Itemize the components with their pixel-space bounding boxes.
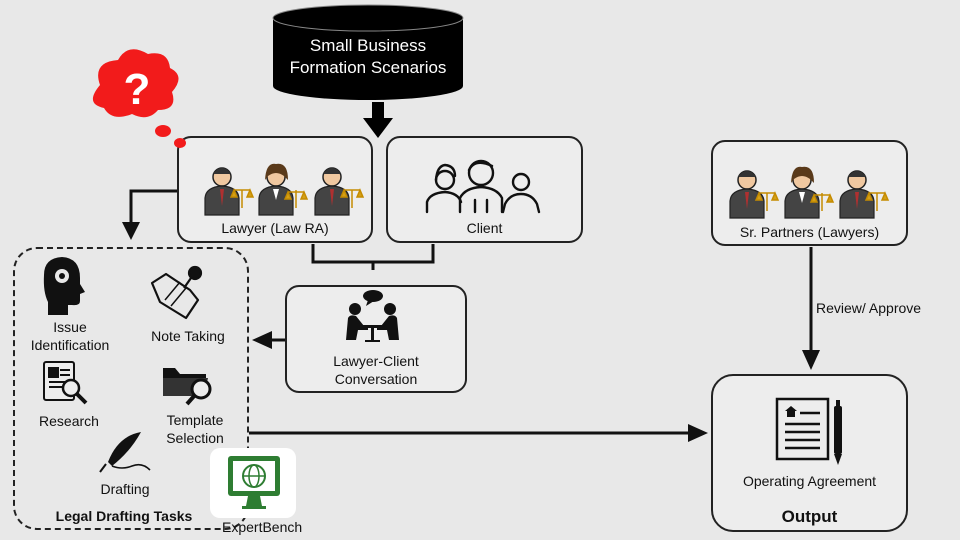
research-document-icon <box>43 361 88 405</box>
pen-icon <box>834 400 842 465</box>
review-approve-label: Review/ Approve <box>816 300 922 316</box>
client-box <box>386 136 583 243</box>
conversation-icon <box>346 290 399 342</box>
research-label: Research <box>39 413 99 429</box>
scenario-line1: Small Business <box>309 36 427 55</box>
conversation-label: Lawyer-Client Conversation <box>285 352 467 388</box>
database-icon <box>272 4 464 100</box>
operating-agreement-label: Operating Agreement <box>742 473 877 489</box>
scenario-title: Small Business Formation Scenarios <box>273 35 463 79</box>
tasks-title: Legal Drafting Tasks <box>55 508 193 524</box>
tasks-box <box>13 247 249 530</box>
template-line1: Template <box>166 412 224 428</box>
partners-label: Sr. Partners (Lawyers) <box>739 224 880 240</box>
output-title: Output <box>781 507 838 526</box>
thought-bubble-icon: ? <box>92 49 186 148</box>
quill-icon <box>99 432 151 473</box>
lawyer-label: Lawyer (Law RA) <box>221 220 329 236</box>
down-arrow-icon <box>363 102 393 138</box>
issue-line2: Identification <box>30 337 110 353</box>
template-line2: Selection <box>166 430 224 446</box>
scenario-line2: Formation Scenarios <box>289 58 447 77</box>
note-pin-icon <box>150 265 203 320</box>
arrowheads <box>122 222 820 442</box>
conversation-line2: Conversation <box>334 371 418 387</box>
expertbench-monitor-icon <box>210 448 296 518</box>
agreement-document-icon <box>775 397 830 461</box>
issue-identification-label: Issue Identification <box>14 318 126 354</box>
folder-search-icon <box>163 368 212 406</box>
note-taking-label: Note Taking <box>151 328 225 344</box>
issue-line1: Issue <box>53 319 87 335</box>
connectors <box>129 189 813 435</box>
conversation-line1: Lawyer-Client <box>333 353 419 369</box>
expertbench-label: ExpertBench <box>222 519 303 535</box>
client-figures-icon <box>425 159 541 214</box>
template-selection-label: Template Selection <box>140 411 250 447</box>
conversation-box <box>285 285 467 393</box>
brain-head-icon <box>43 257 85 315</box>
client-label: Client <box>466 220 503 236</box>
lawyer-figures-icon <box>204 163 365 216</box>
drafting-label: Drafting <box>100 481 150 497</box>
partner-figures-icon <box>729 166 890 219</box>
svg-text:?: ? <box>124 65 151 114</box>
